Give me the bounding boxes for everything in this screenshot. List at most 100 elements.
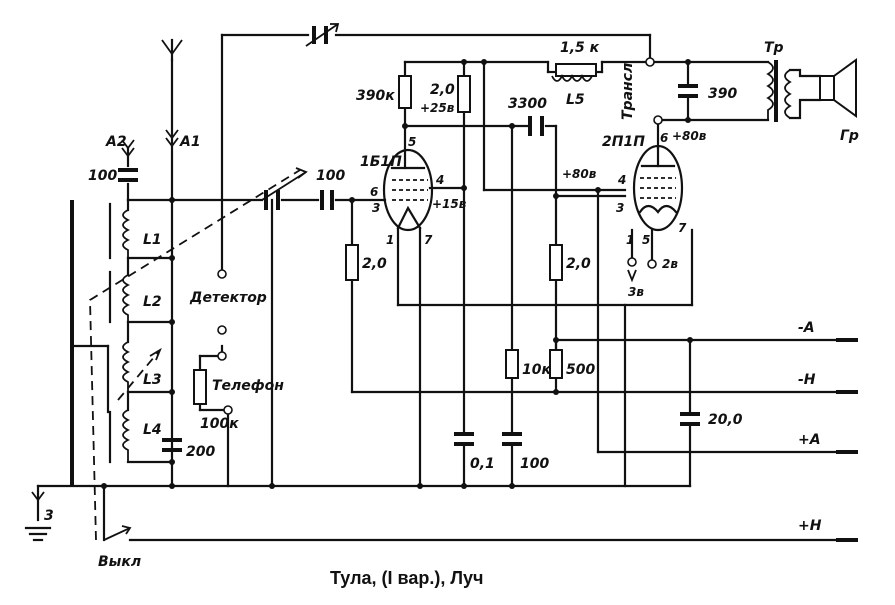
res-390k-label: 390к [356,88,395,104]
tube2-pin3v: 3в [628,285,644,299]
rail-minus-a-label: -А [798,320,815,336]
rail-minus-n-label: -Н [798,372,816,388]
rail-plus-a-label: +А [798,432,821,448]
resistor-1-5k [555,63,597,77]
cap-100-grid-label: 100 [316,168,345,184]
junction-dots [101,59,693,489]
variable-capacitor [264,190,280,210]
transl-terminal-top [645,57,655,67]
tube1-label: 1Б1П [360,154,402,170]
top-trimmer-capacitor [305,23,340,47]
telephone-terminal-mid [217,351,227,361]
transl-terminal-bottom [653,115,663,125]
rail-plus-n-label: +Н [798,518,822,534]
coil-l4 [108,409,131,464]
tube2-arrow [627,269,637,283]
res-2-0-grid2-label: 2,0 [566,256,591,272]
res-2-0-grid1-label: 2,0 [362,256,387,272]
cap-20-label: 20,0 [708,412,743,428]
tube1-pin7: 7 [424,233,433,247]
tube1-pin5: 5 [408,135,416,149]
detector-terminal [217,269,227,279]
ground-symbol [24,491,52,542]
output-transformer [766,60,822,122]
volt-80-screen-label: +80в [562,167,597,181]
capacitor-20-electrolytic [680,412,700,426]
resistor-10k [505,349,519,379]
tube2-term-3v [627,257,637,267]
resistor-100k [193,369,207,405]
diagram-caption: Тула, (I вар.), Луч [330,568,483,588]
speaker-label: Гр [840,128,859,144]
antenna-a2-label: A2 [105,134,127,150]
antenna-a1 [161,38,183,148]
coil-l3 [122,341,131,392]
tube2-label: 2П1П [602,134,645,150]
resistor-2-0-grid2 [549,244,563,281]
rail-terminals [836,338,858,542]
power-switch [103,525,132,541]
coil-l5 [551,73,593,82]
resistor-390k [398,75,412,109]
resistor-2-0-screen [457,75,471,113]
speaker [819,58,857,118]
capacitor-100-a2 [118,168,138,182]
coil-l1-label: L1 [143,232,162,248]
res-100k-label: 100к [200,416,239,432]
res-10k-label: 10к [522,362,551,378]
capacitor-390 [678,84,698,98]
capacitor-3300 [528,116,544,136]
tube-2p1p [632,144,684,232]
cap-3300-label: 3300 [508,96,547,112]
resistor-2-0-grid1 [345,244,359,281]
cap-100-a2-label: 100 [88,168,117,184]
antenna-a1-label: A1 [179,134,201,150]
capacitor-200 [162,438,182,452]
tube1-pin6: 6 [370,185,378,199]
variometer-link [89,167,308,541]
antenna-a2 [121,139,135,158]
coil-l5-label: L5 [566,92,585,108]
tube2-pin5: 5 [642,233,650,247]
cap-200-label: 200 [186,444,215,460]
coil-l2-label: L2 [143,294,162,310]
detector-label: Детектор [189,290,267,306]
volt-15-label: +15в [432,197,467,211]
coil-l2 [108,270,131,324]
capacitor-0-1 [454,432,474,446]
cap-390-label: 390 [708,86,737,102]
res-500-label: 500 [566,362,595,378]
main-wiring [36,33,840,542]
transformer-label: Тр [764,40,784,56]
res-1-5k-label: 1,5 к [560,40,600,56]
telephone-terminal-bottom [223,405,233,415]
cap-100-bottom-label: 100 [520,456,549,472]
tube2-pin3: 3 [616,201,624,215]
capacitor-100-grid [320,190,334,210]
coil-l4-label: L4 [143,422,162,438]
tube2-term-2v [647,259,657,269]
tube1-pin1: 1 [386,233,394,247]
tube2-pin4: 4 [617,173,626,187]
tube2-pin1: 1 [626,233,634,247]
telephone-label: Телефон [212,378,284,394]
coil-l3-label: L3 [143,372,162,388]
ground-label: 3 [44,508,54,524]
switch-label: Выкл [98,554,141,570]
telephone-terminal-top [217,325,227,335]
tube2-pin7: 7 [678,221,687,235]
transl-label: Трансл [620,63,636,120]
volt-80-anode-label: +80в [672,129,707,143]
tube2-pin6: 6 [660,131,668,145]
coil-l1 [108,202,131,260]
tube2-pin2v: 2в [662,257,678,271]
resistor-500 [549,349,563,379]
tube1-pin3: 3 [372,201,380,215]
cap-0-1-label: 0,1 [470,456,495,472]
volt-25-label: +25в [420,101,455,115]
tube1-pin4: 4 [435,173,444,187]
capacitor-100-bottom [502,432,522,446]
tube-1b1p [382,148,434,232]
res-2-0-screen-label: 2,0 [430,82,455,98]
